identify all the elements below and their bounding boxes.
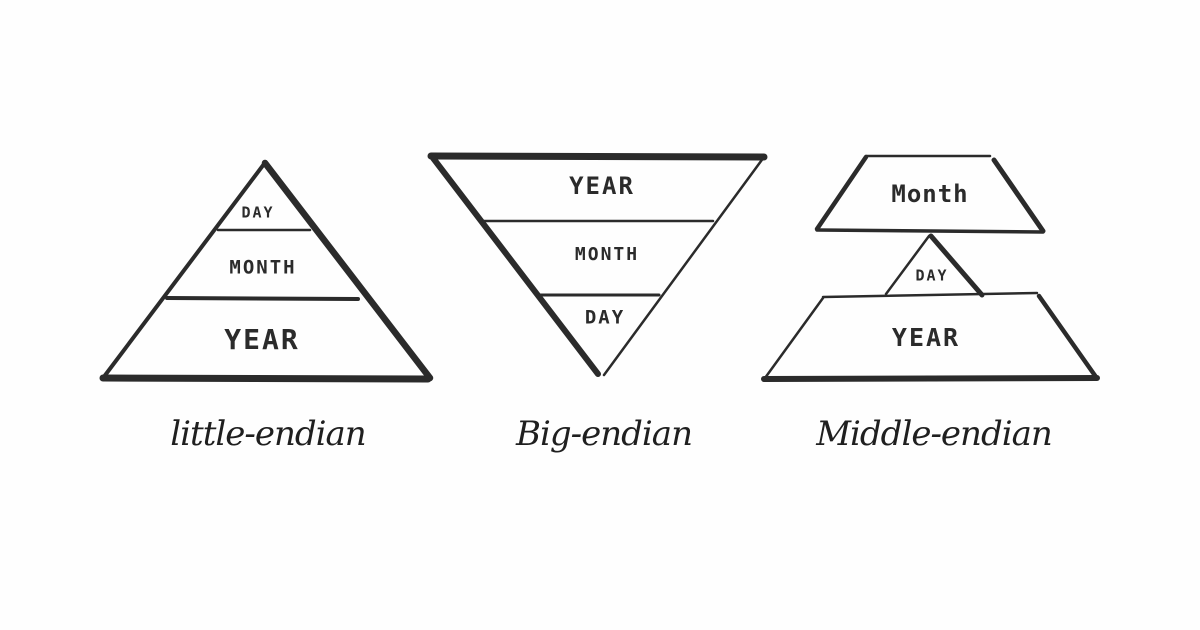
little-endian-caption: little-endian xyxy=(170,414,365,454)
big-endian-day-label: DAY xyxy=(585,307,625,329)
big-endian-year-label: YEAR xyxy=(569,172,635,200)
big-endian-month-label: MONTH xyxy=(575,244,639,265)
little-endian-year-label: YEAR xyxy=(224,323,299,356)
middle-endian-day-label: DAY xyxy=(915,267,948,285)
middle-endian-caption: Middle-endian xyxy=(815,414,1052,454)
little-endian-panel: DAY MONTH YEAR little-endian xyxy=(99,159,434,454)
middle-endian-month-label: Month xyxy=(891,180,968,208)
middle-endian-year-trapezoid xyxy=(761,291,1100,382)
big-endian-triangle xyxy=(427,152,768,377)
big-endian-caption: Big-endian xyxy=(515,414,692,454)
little-endian-triangle xyxy=(99,159,434,383)
little-endian-day-label: DAY xyxy=(241,204,274,222)
middle-endian-year-label: YEAR xyxy=(892,323,960,352)
middle-endian-panel: Month DAY YEAR Middle-endian xyxy=(761,154,1100,454)
middle-endian-month-trapezoid xyxy=(814,154,1046,234)
middle-endian-day-triangle xyxy=(884,233,985,298)
big-endian-panel: YEAR MONTH DAY Big-endian xyxy=(427,152,768,454)
little-endian-month-label: MONTH xyxy=(229,257,296,279)
